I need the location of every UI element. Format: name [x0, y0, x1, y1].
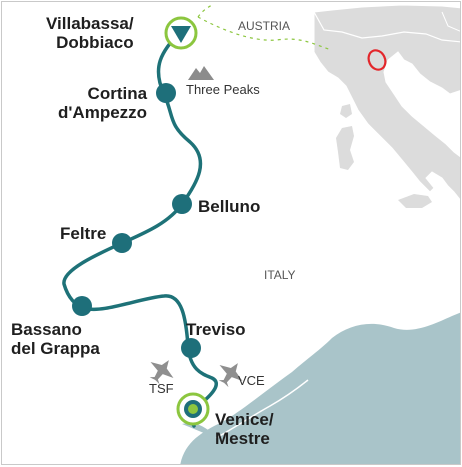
sardinia-shape: [336, 126, 354, 170]
airport-label-vce: VCE: [238, 373, 265, 388]
airplane-icon-tsf: [149, 360, 174, 385]
stop-marker-cortina[interactable]: [156, 83, 176, 103]
stop-label-belluno[interactable]: Belluno: [198, 197, 260, 216]
stop-marker-venice[interactable]: [176, 392, 210, 426]
airport-label-tsf: TSF: [149, 381, 174, 396]
stop-label-line: Feltre: [60, 224, 107, 243]
stop-label-villabassa[interactable]: Villabassa/ Dobbiaco: [46, 14, 134, 52]
stop-label-line: del Grappa: [11, 339, 100, 358]
region-label-italy: ITALY: [264, 268, 296, 282]
sea-area: [180, 312, 460, 464]
stop-marker-feltre[interactable]: [112, 233, 132, 253]
landmark-label: Three Peaks: [186, 82, 260, 97]
region-label-austria: AUSTRIA: [238, 19, 291, 33]
sicily-shape: [398, 194, 432, 208]
stop-label-line: Venice/: [215, 410, 274, 429]
stop-marker-villabassa[interactable]: [164, 16, 198, 50]
airplane-icon-vce: [218, 363, 243, 388]
stop-marker-belluno[interactable]: [172, 194, 192, 214]
mountain-icon: [188, 66, 214, 80]
stop-label-line: Belluno: [198, 197, 261, 216]
border-line: [197, 3, 215, 18]
stop-label-treviso[interactable]: Treviso: [186, 320, 246, 339]
stop-label-line: Villabassa/: [46, 14, 134, 33]
route-line: [62, 28, 218, 428]
stop-label-line: d'Ampezzo: [58, 103, 148, 122]
stop-label-line: Bassano: [11, 320, 82, 339]
stop-label-feltre[interactable]: Feltre: [60, 224, 106, 243]
stop-marker-treviso[interactable]: [181, 338, 201, 358]
corsica-shape: [340, 104, 352, 118]
region-highlight: [367, 49, 387, 71]
inset-map: [313, 4, 460, 208]
stop-label-line: Dobbiaco: [56, 33, 134, 52]
stop-label-cortina[interactable]: Cortina d'Ampezzo: [58, 84, 147, 122]
stop-label-line: Mestre: [215, 429, 270, 448]
lagoon-area: [182, 422, 216, 438]
stop-label-venice[interactable]: Venice/ Mestre: [215, 410, 274, 448]
austria-border: [197, 16, 333, 51]
stop-marker-bassano[interactable]: [72, 296, 92, 316]
stop-label-bassano[interactable]: Bassano del Grappa: [11, 320, 100, 358]
coastline-lido: [215, 379, 309, 439]
stop-label-line: Cortina: [87, 84, 148, 103]
stop-label-line: Treviso: [186, 320, 246, 339]
